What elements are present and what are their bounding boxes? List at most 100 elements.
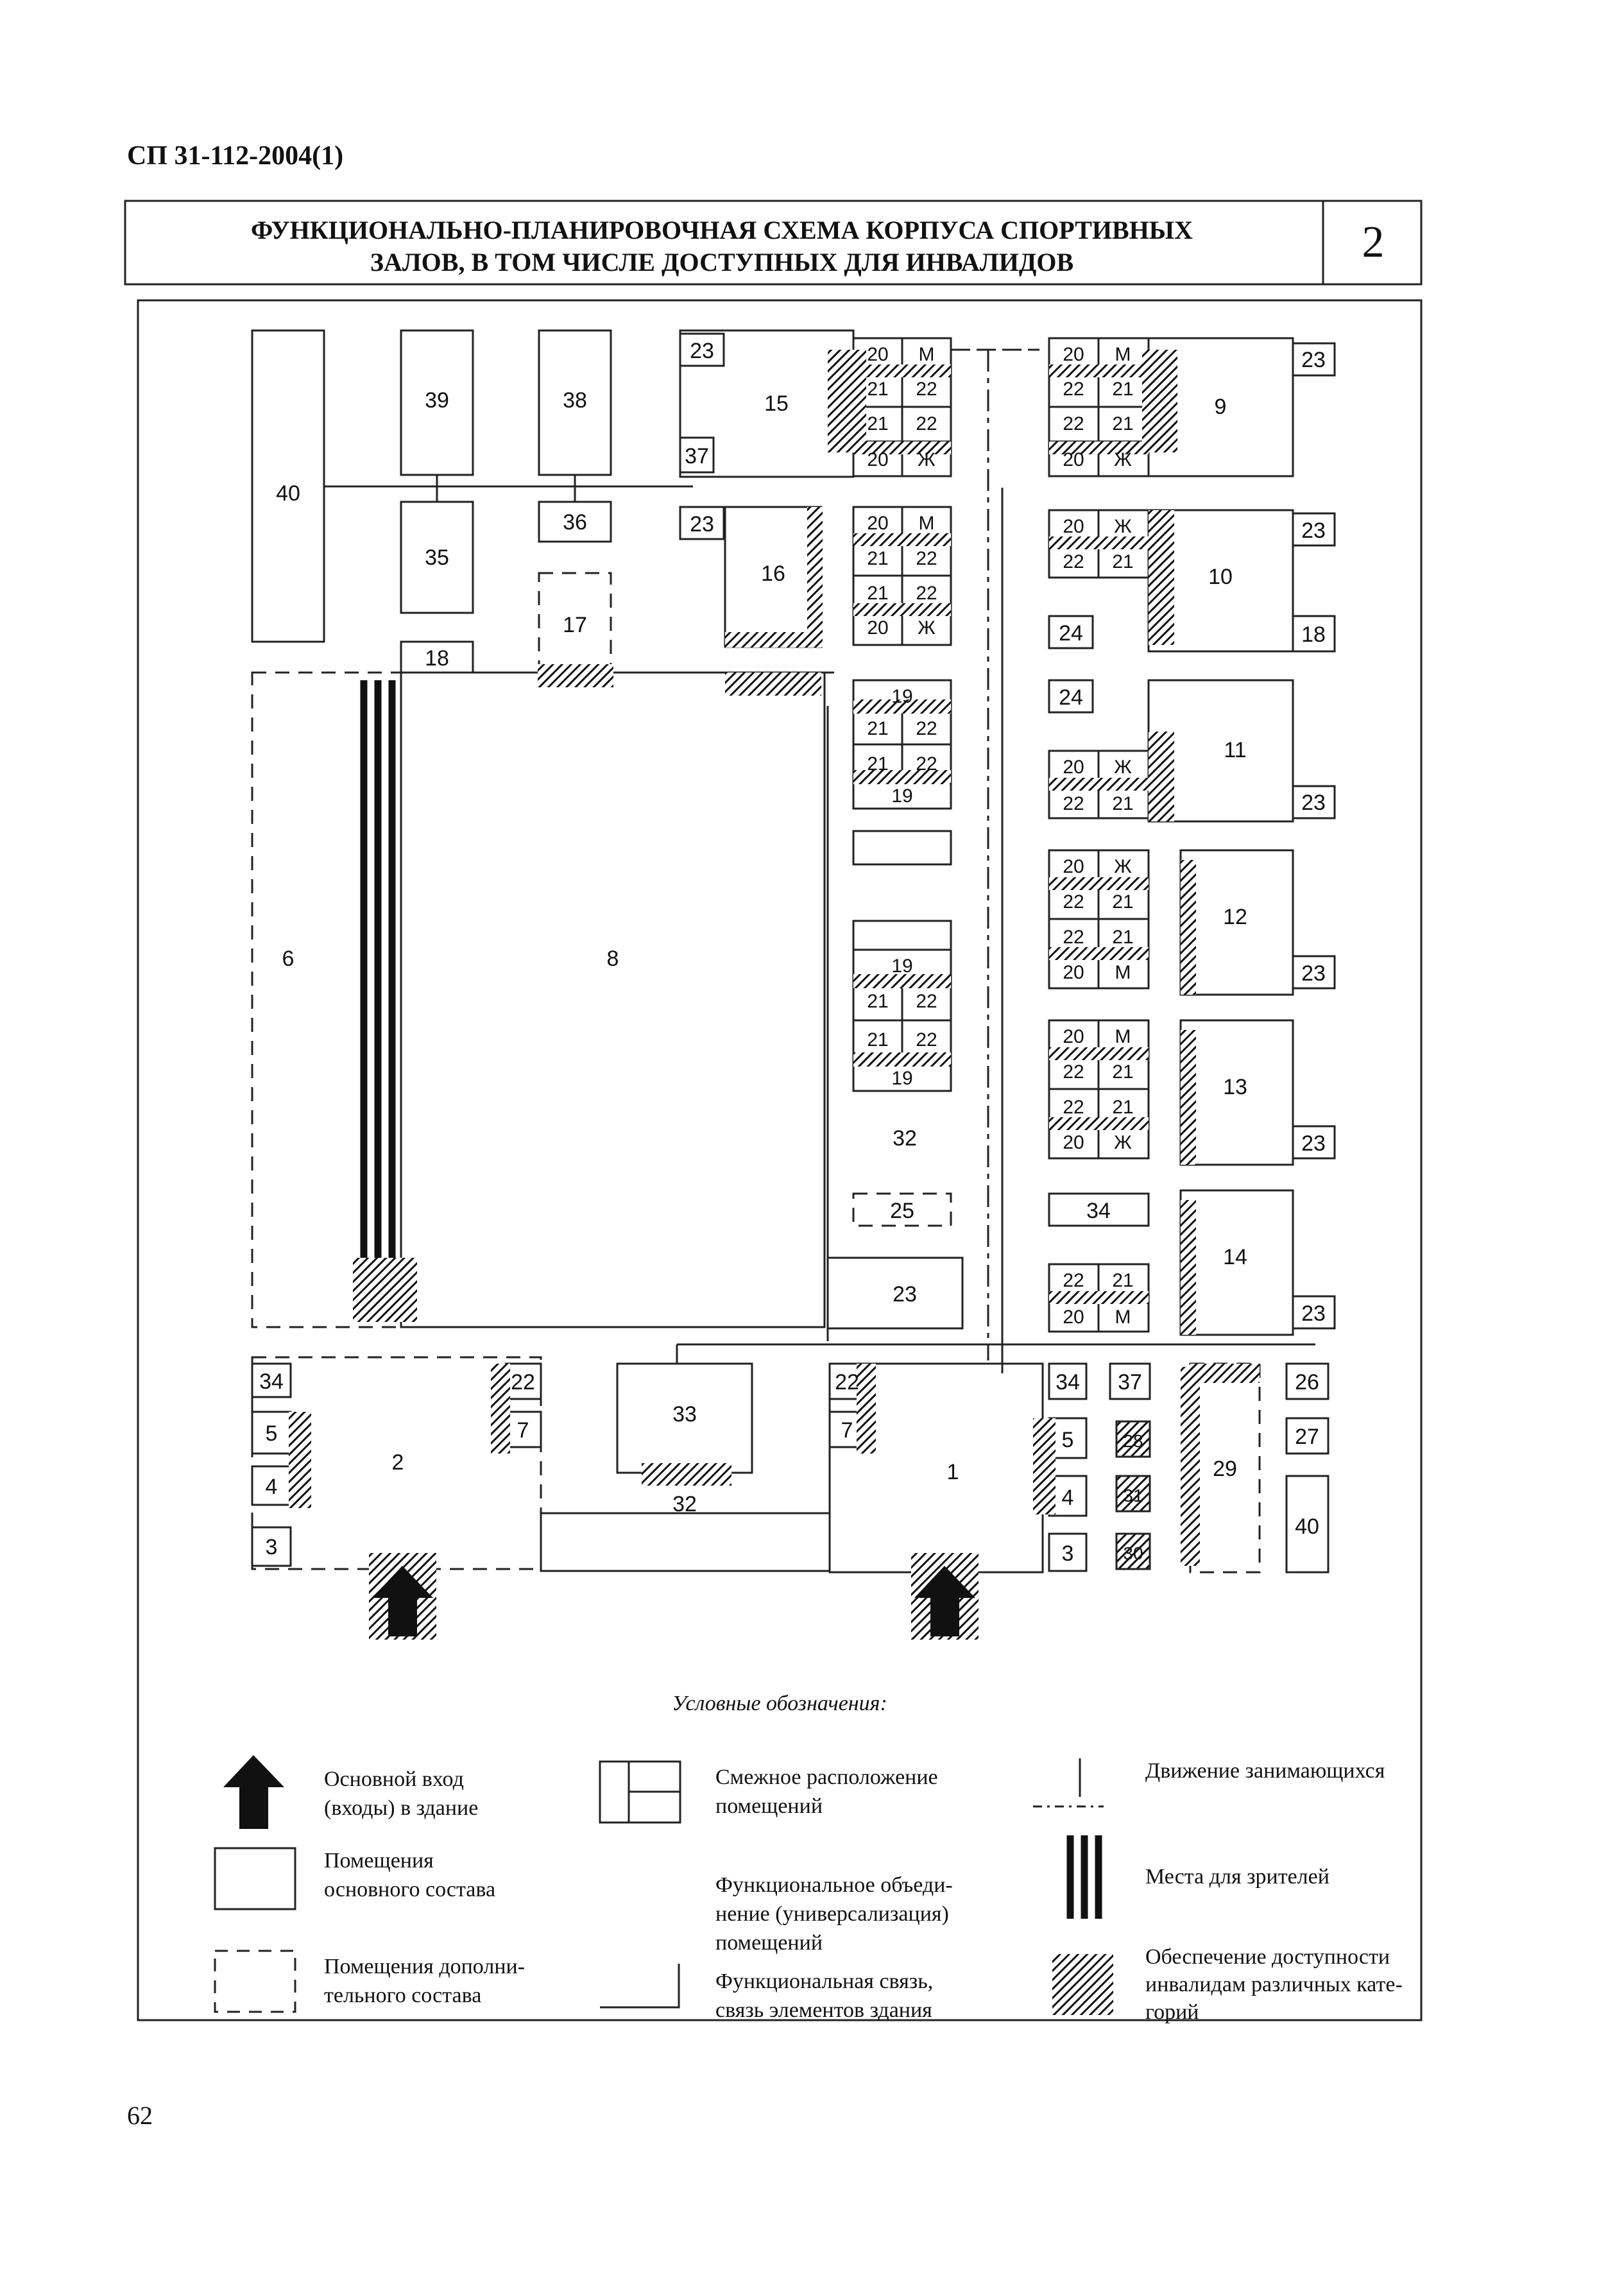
legend-access-line-3: горий xyxy=(1145,2000,1199,2024)
locker-block-14 xyxy=(1048,1200,1196,1335)
locker-label: 21 xyxy=(867,379,888,400)
locker-label: Ж xyxy=(918,449,936,470)
locker-block-11 xyxy=(1048,732,1174,821)
room-23-at-14 xyxy=(1292,1295,1336,1330)
locker-label: М xyxy=(1115,1307,1131,1328)
locker-block-12 xyxy=(1048,849,1196,995)
locker-label: 21 xyxy=(1112,1270,1133,1291)
legend-access-icon xyxy=(1052,1954,1113,2015)
label-23-16: 23 xyxy=(690,512,714,536)
label-10: 10 xyxy=(1208,565,1233,589)
locker-label: 22 xyxy=(1063,551,1084,572)
room-23-at-11 xyxy=(1292,785,1336,819)
label-14: 14 xyxy=(1223,1245,1247,1269)
legend-aux-rooms-icon xyxy=(214,1950,296,2013)
room-34-right xyxy=(1048,1192,1150,1227)
label-37-bottom: 37 xyxy=(1118,1370,1142,1394)
locker-label: 19 xyxy=(891,785,912,807)
label-23-11: 23 xyxy=(1301,791,1326,815)
locker-label: 22 xyxy=(916,1029,937,1051)
locker-label: 21 xyxy=(867,1029,888,1051)
room-32-bottom xyxy=(540,1512,831,1572)
label-12: 12 xyxy=(1223,905,1247,929)
locker-label: Ж xyxy=(1114,757,1132,778)
label-31: 31 xyxy=(1123,1486,1143,1505)
room-23-at-12 xyxy=(1292,955,1336,990)
label-39: 39 xyxy=(425,388,449,413)
diagram-frame xyxy=(137,299,1423,2021)
locker-label: М xyxy=(1115,344,1131,365)
label-4-left: 4 xyxy=(266,1475,278,1499)
locker-label: М xyxy=(919,513,935,534)
locker-block-16 xyxy=(852,506,952,646)
page-number: 62 xyxy=(127,2101,153,2130)
legend-main-rooms-icon xyxy=(214,1847,296,1910)
legend-access-line-1: Обеспечение доступности xyxy=(1145,1945,1390,1969)
locker-label: 21 xyxy=(1112,413,1133,434)
label-24-top: 24 xyxy=(1059,621,1083,646)
room-8 xyxy=(400,671,826,1328)
room-26 xyxy=(1285,1362,1329,1400)
locker-label: 21 xyxy=(867,548,888,569)
label-22-right: 22 xyxy=(835,1370,859,1394)
legend-link-line-2: связь элементов здания xyxy=(715,1998,932,2022)
room-23-at-13 xyxy=(1292,1125,1336,1160)
label-2: 2 xyxy=(392,1450,404,1475)
legend-aux-rooms-line-1: Помещения дополни- xyxy=(324,1955,525,1978)
label-4-right: 4 xyxy=(1062,1486,1074,1510)
locker-label: 21 xyxy=(867,753,888,775)
label-38: 38 xyxy=(563,388,587,413)
room-24-top xyxy=(1048,615,1094,649)
label-26: 26 xyxy=(1295,1370,1319,1394)
room-34-left xyxy=(251,1362,292,1398)
entrance-arrow-left xyxy=(369,1553,436,1640)
locker-block-10 xyxy=(1048,509,1174,645)
label-34-right: 34 xyxy=(1086,1199,1111,1223)
room-3-left xyxy=(251,1526,292,1567)
floor-plan xyxy=(251,329,1336,1640)
spectator-seats xyxy=(360,680,396,1322)
locker-label: 22 xyxy=(916,991,937,1012)
label-7-right: 7 xyxy=(841,1418,853,1443)
locker-label: 22 xyxy=(1063,1061,1084,1083)
locker-label: 21 xyxy=(867,413,888,434)
label-29: 29 xyxy=(1213,1457,1237,1481)
locker-label: 21 xyxy=(1112,891,1133,913)
legend-union-line-2: нение (универсализация) xyxy=(715,1902,949,1926)
room-27 xyxy=(1285,1417,1329,1455)
locker-label: 20 xyxy=(1063,757,1084,778)
label-15: 15 xyxy=(764,391,789,416)
title-box: ФУНКЦИОНАЛЬНО-ПЛАНИРОВОЧНАЯ СХЕМА КОРПУС… xyxy=(124,200,1423,286)
locker-label: Ж xyxy=(1114,449,1132,470)
label-18-left: 18 xyxy=(425,646,449,671)
label-8: 8 xyxy=(607,947,619,971)
room-24-bottom xyxy=(1048,679,1094,714)
locker-label: Ж xyxy=(1114,856,1132,877)
locker-label: М xyxy=(1115,962,1131,983)
locker-label: 21 xyxy=(867,718,888,739)
room-40-bottom xyxy=(1285,1475,1329,1574)
locker-label: 22 xyxy=(1063,413,1084,434)
locker-label: 21 xyxy=(1112,379,1133,400)
legend-link-line-1: Функциональная связь, xyxy=(715,1969,933,1993)
label-17: 17 xyxy=(563,613,587,637)
label-3-right: 3 xyxy=(1062,1541,1074,1566)
legend-access-line-2: инвалидам различных кате- xyxy=(1145,1973,1403,1996)
label-28: 28 xyxy=(1123,1431,1143,1451)
locker-label: 22 xyxy=(1063,891,1084,913)
locker-label: 21 xyxy=(1112,551,1133,572)
locker-label: 20 xyxy=(867,617,888,639)
room-34-bottom-right xyxy=(1048,1362,1088,1400)
locker-label: Ж xyxy=(1114,516,1132,537)
legend-adjacent-line-1: Смежное расположение xyxy=(715,1765,938,1789)
label-23-10: 23 xyxy=(1301,519,1326,543)
label-22-left: 22 xyxy=(511,1370,535,1394)
locker-block-9 xyxy=(1048,337,1177,477)
locker-label: 20 xyxy=(1063,856,1084,877)
room-25 xyxy=(852,1192,952,1227)
legend-aux-rooms-line-2: тельного состава xyxy=(324,1984,481,2007)
label-35: 35 xyxy=(425,545,449,570)
locker-label: 20 xyxy=(1063,1026,1084,1047)
locker-label: 21 xyxy=(867,991,888,1012)
